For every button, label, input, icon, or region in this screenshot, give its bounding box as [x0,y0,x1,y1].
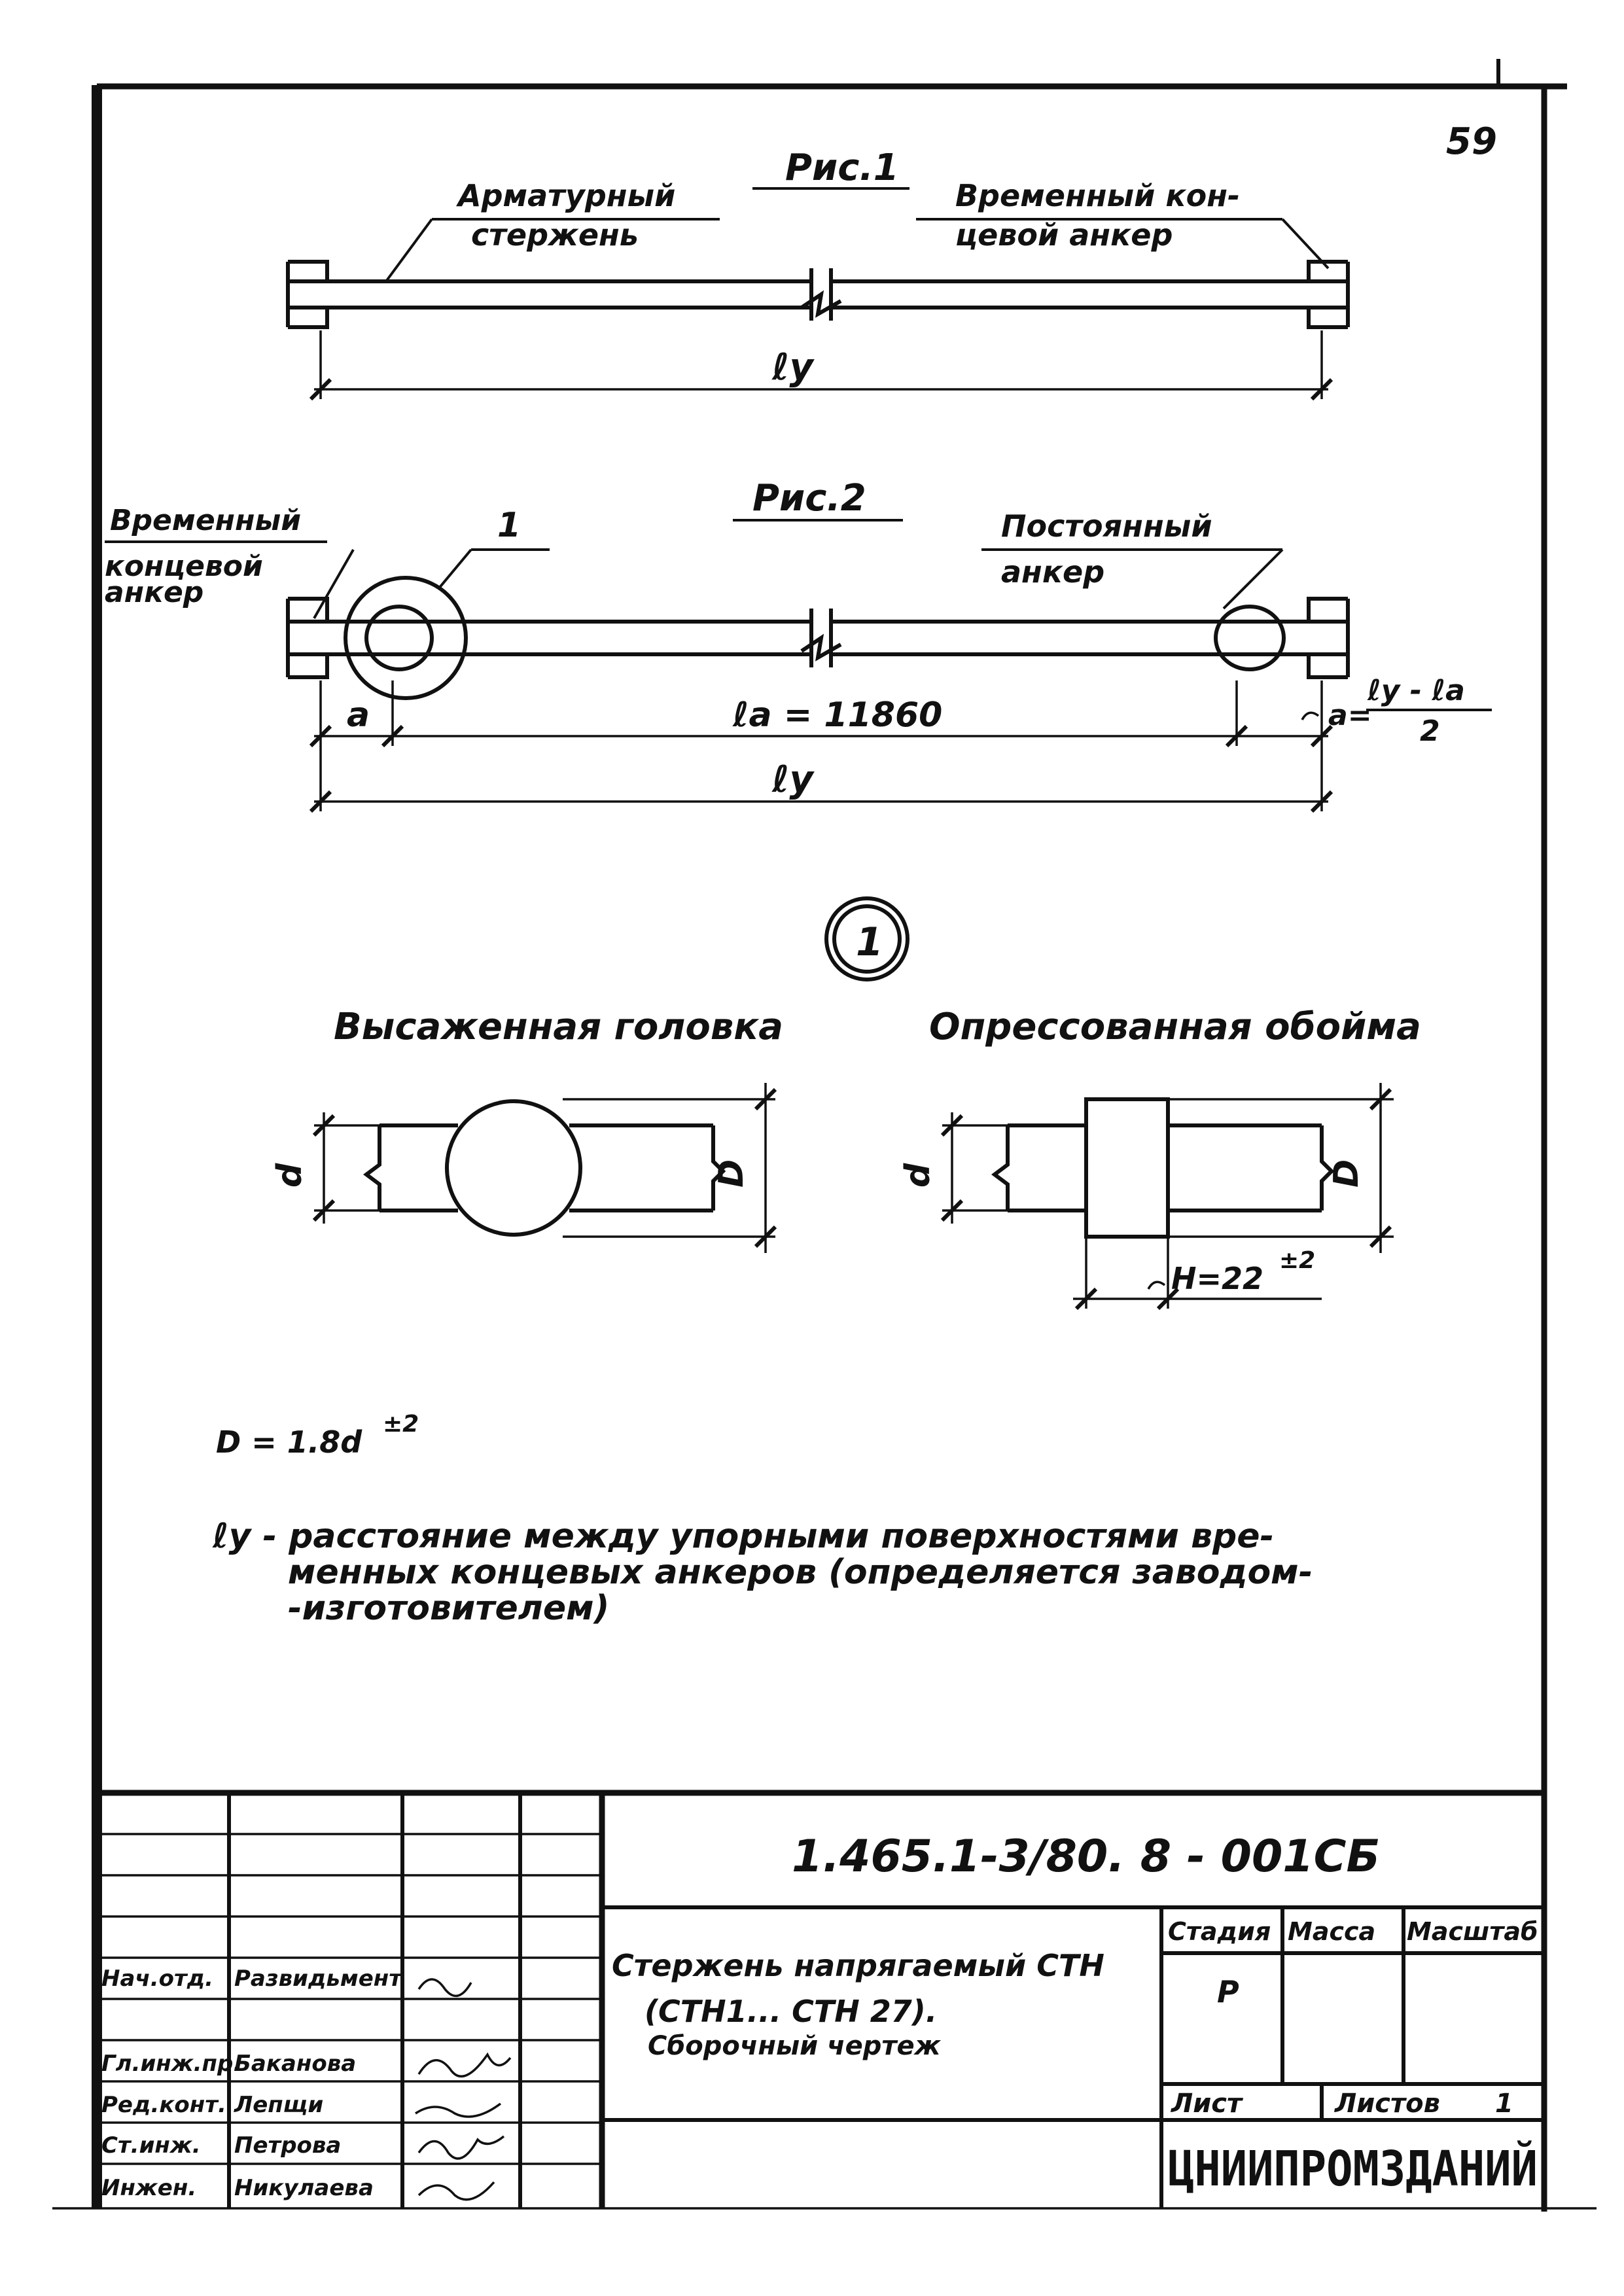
sheet-label: Лист [1171,2089,1244,2119]
role-1-title: Нач.отд. [101,1966,213,1992]
fig2-dim-la: ℓa = 11860 [732,696,942,735]
fig2-formula-prefix: a= [1328,699,1372,732]
stage-header: Стадия [1168,1917,1271,1946]
scale-header: Масштаб [1407,1917,1538,1946]
signatures [415,1978,512,2201]
doc-name-line-1: Стержень напрягаемый СТН [612,1948,1104,1983]
notes-line-2: менных концевых анкеров (определяется за… [288,1553,1313,1592]
notes-formula: D = 1.8d [216,1424,362,1460]
page-number: 59 [1446,120,1497,163]
fig2-dim-ly: ℓу [771,758,815,801]
sheet-frame [52,59,1597,2212]
figure-2: Рис.2 Временный концевой анкер 1 Постоян… [105,477,1492,813]
detail-1: 1 Высаженная головка Опрессованная обойм… [270,896,1421,1311]
role-5-title: Инжен. [101,2175,196,2201]
fig1-title: Рис.1 [785,147,899,189]
organization: ЦНИИПРОМЗДАНИЙ [1168,2140,1538,2197]
role-3-title: Ред.конт. [101,2092,226,2118]
fig1-label-right-2: цевой анкер [955,217,1173,253]
role-1-name: Развидьмент [234,1966,403,1992]
fig1-label-left-2: стержень [471,217,639,253]
notes-line-3: -изготовителем) [288,1589,609,1628]
mass-header: Масса [1288,1917,1375,1946]
detail-left-title: Высаженная головка [334,1006,783,1048]
sheets-label: Листов [1334,2089,1440,2119]
role-2-name: Баканова [234,2051,356,2077]
title-block [97,1790,1544,2208]
stage-value: Р [1217,1974,1239,2009]
fig2-formula-num: ℓу - ℓa [1367,674,1465,707]
role-5-name: Никулаева [234,2175,374,2201]
role-4-name: Петрова [234,2132,341,2159]
doc-code: 1.465.1-3/80. 8 - 001СБ [792,1831,1380,1882]
fig1-dim-ly: ℓу [771,346,815,389]
detail-dim-H: H=22 [1171,1261,1263,1296]
figure-1: Рис.1 Арматурный стержень Временный кон-… [286,147,1350,401]
fig2-label-left-1: Временный [110,504,301,537]
fig2-dim-a: a [347,696,370,735]
fig2-label-right-2: анкер [1001,554,1104,590]
detail-marker: 1 [856,919,883,965]
detail-left-dim-D: D [712,1159,751,1188]
doc-name-line-3: Сборочный чертеж [648,2031,942,2061]
detail-dim-H-tol: ±2 [1279,1247,1315,1274]
detail-left-dim-d: d [270,1163,309,1188]
role-3-name: Лепщи [234,2092,323,2118]
doc-name-line-2: (СТН1... СТН 27). [644,1994,937,2029]
fig1-label-left-1: Арматурный [456,178,675,213]
role-4-title: Ст.инж. [101,2132,201,2159]
detail-right-dim-D: D [1327,1159,1366,1188]
fig1-label-right-1: Временный кон- [955,178,1240,213]
notes: D = 1.8d ±2 ℓу - расстояние между упорны… [212,1411,1313,1628]
sheets-value: 1 [1495,2089,1513,2119]
notes-formula-tol: ±2 [383,1411,419,1438]
notes-line-1: ℓу - расстояние между упорными поверхнос… [212,1517,1274,1556]
fig2-label-left-3: анкер [105,576,203,609]
detail-right-dim-d: d [898,1163,938,1188]
fig2-label-left-2: концевой [105,550,263,583]
fig2-label-right-1: Постоянный [1001,508,1212,544]
fig2-title: Рис.2 [752,477,866,520]
fig2-callout: 1 [497,506,521,545]
fig2-formula-den: 2 [1420,715,1440,748]
role-2-title: Гл.инж.пр. [101,2051,241,2077]
detail-right-title: Опрессованная обойма [929,1006,1421,1048]
